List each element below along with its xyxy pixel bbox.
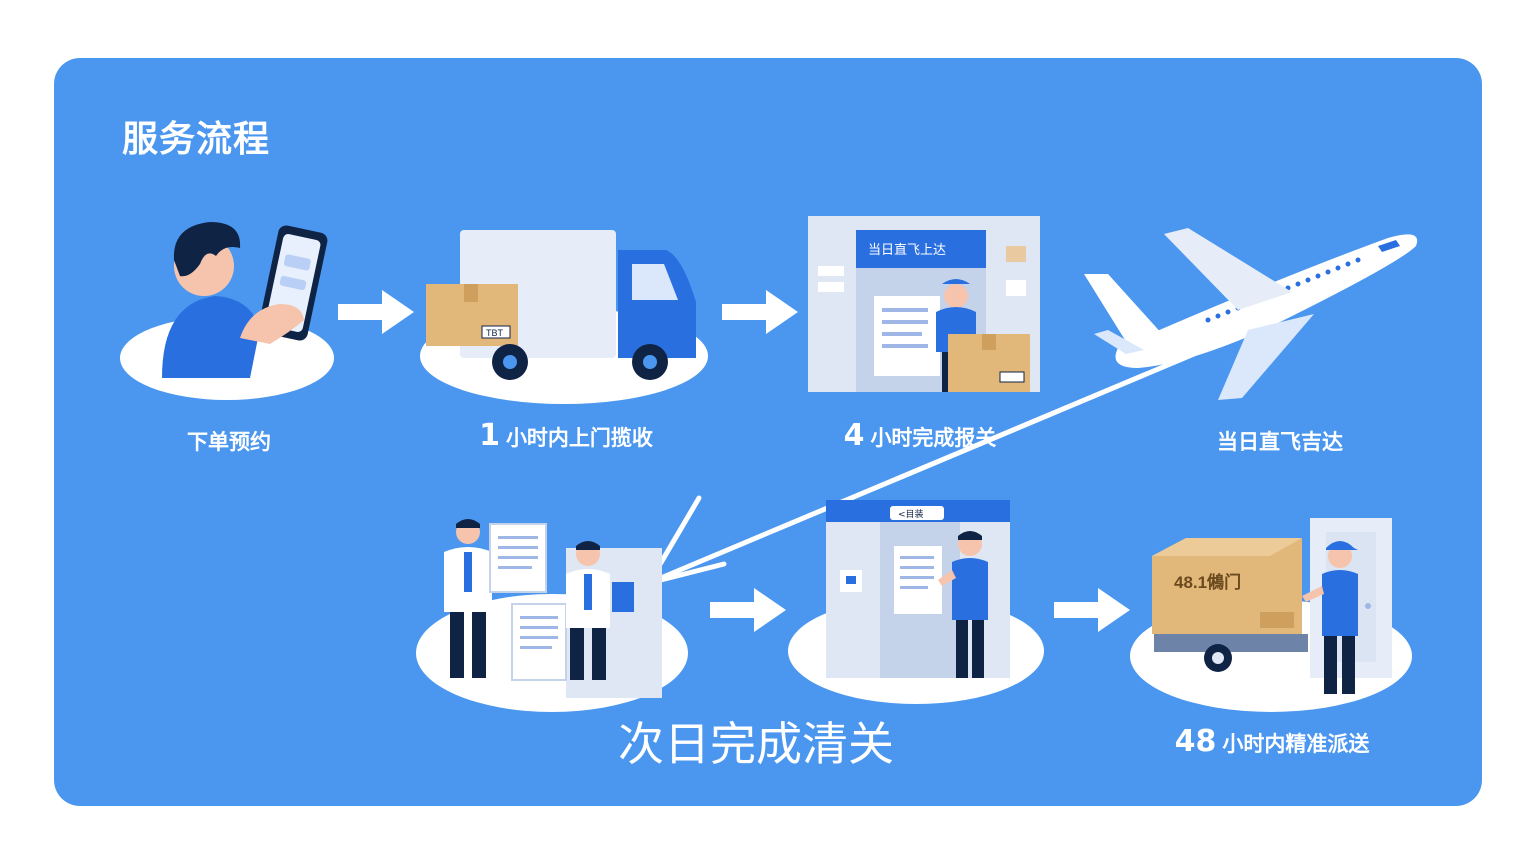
box-label-text: 48.1鵂门 [1174, 572, 1241, 592]
label-order-text: 下单预约 [187, 430, 271, 454]
courier-box-icon: 48.1鵂门 [1152, 518, 1392, 694]
customs-office-icon: 当日直飞上达 [808, 216, 1040, 392]
truck-icon: TBT [426, 230, 696, 380]
label-delivery-text: 小时内精准派送 [1222, 732, 1370, 756]
label-clearance-text: 次日完成清关 [618, 717, 894, 771]
flow-arrow-3 [710, 588, 786, 632]
label-pickup-text: 小时内上门揽收 [505, 426, 653, 450]
step-customs: 当日直飞上达 [808, 216, 1044, 396]
label-clearance: 次日完成清关 [618, 708, 894, 774]
officers-documents-icon [444, 519, 662, 698]
flow-arrow-4 [1054, 588, 1130, 632]
warehouse-worker-icon: <目装 [826, 500, 1010, 678]
service-flow-panel: 服务流程 下单预约 [54, 58, 1482, 806]
warehouse-sign-text: <目装 [898, 508, 924, 520]
step-order [120, 208, 340, 408]
label-order: 下单预约 [187, 426, 271, 456]
label-customs-number: 4 [843, 418, 865, 453]
label-pickup-number: 1 [479, 418, 500, 453]
box-tag: TBT [486, 328, 504, 338]
label-flight-text: 当日直飞吉达 [1217, 430, 1343, 454]
customs-sign-text: 当日直飞上达 [868, 243, 946, 258]
step-flight [1078, 218, 1428, 408]
label-flight: 当日直飞吉达 [1217, 426, 1343, 456]
step-clearance [416, 518, 692, 718]
flow-arrow-1 [338, 290, 414, 334]
airplane-icon [1084, 228, 1418, 400]
page-title: 服务流程 [122, 119, 271, 160]
step-delivery: 48.1鵂门 [1130, 516, 1414, 716]
person-phone-icon [162, 222, 328, 378]
step-pickup: TBT [420, 226, 710, 406]
flow-arrow-2 [722, 290, 798, 334]
step-warehouse: <目装 [788, 500, 1048, 710]
label-delivery-number: 48 [1174, 724, 1217, 759]
label-customs-text: 小时完成报关 [870, 426, 997, 450]
